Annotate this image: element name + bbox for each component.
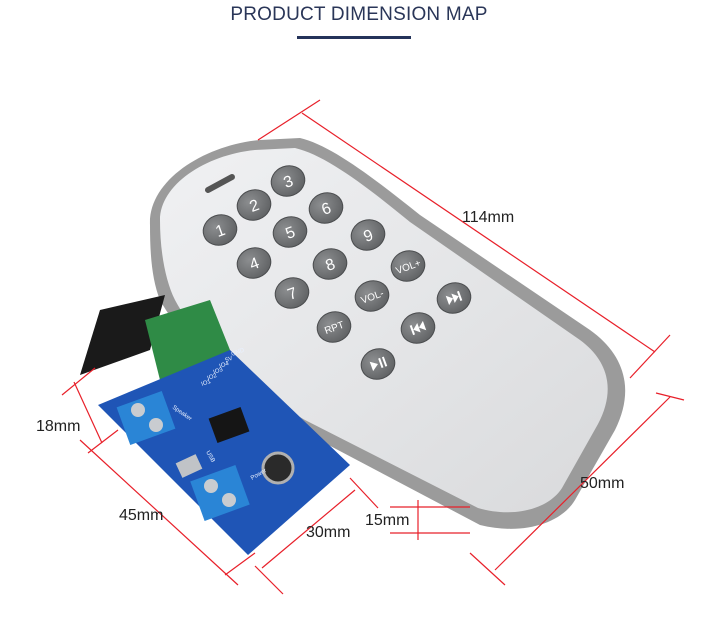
remote-button-13[interactable] (397, 308, 439, 348)
dim-line-18mm (73, 381, 103, 444)
remote-button-3[interactable]: 1 (199, 210, 241, 250)
dim-label-15mm: 15mm (365, 512, 409, 529)
remote-button-cap[interactable] (387, 246, 429, 286)
remote-button-cap[interactable] (347, 215, 389, 255)
dim-extension-line (655, 392, 685, 401)
remote-button-cap[interactable] (267, 161, 309, 201)
terminal-screw (204, 479, 218, 493)
dim-extension-line (254, 565, 284, 595)
remote-button-1[interactable]: 2 (233, 185, 275, 225)
power-terminal (190, 465, 250, 521)
pin-label: IO2 (207, 373, 219, 382)
remote-button-5[interactable]: 9 (347, 215, 389, 255)
remote-button-2[interactable]: 6 (305, 188, 347, 228)
dim-label-114mm: 114mm (462, 209, 514, 226)
usb-label: USB (204, 450, 215, 464)
remote-slot (205, 174, 235, 193)
dim-extension-line (257, 99, 321, 141)
dim-extension-line (61, 367, 96, 396)
dim-extension-line (629, 334, 671, 379)
next-track-icon (445, 290, 463, 306)
dim-label-50mm: 50mm (580, 475, 624, 492)
remote-button-cap[interactable] (309, 244, 351, 284)
remote-button-cap[interactable] (233, 243, 275, 283)
speaker-terminal (116, 390, 176, 446)
dim-extension-line (87, 429, 119, 454)
dim-line-50mm (494, 396, 671, 571)
remote-face (160, 148, 608, 513)
remote-button-9[interactable]: 7 (271, 273, 313, 313)
remote-button-11[interactable]: RPT (313, 307, 355, 347)
main-chip (208, 406, 250, 444)
terminal-screw (222, 493, 236, 507)
terminal-screw (149, 418, 163, 432)
remote-button-4[interactable]: 5 (269, 212, 311, 252)
remote-button-cap[interactable] (271, 273, 313, 313)
remote-button-cap[interactable] (313, 307, 355, 347)
remote-button-6[interactable]: 4 (233, 243, 275, 283)
remote-button-14[interactable] (357, 344, 399, 384)
remote-button-cap[interactable] (233, 185, 275, 225)
pin-label: IO4 (219, 361, 231, 370)
dim-line-30mm (261, 489, 356, 569)
play-pause-icon (369, 356, 388, 372)
dim-line-45mm (79, 439, 239, 586)
dim-label-18mm: 18mm (36, 418, 80, 435)
prev-track-icon (409, 320, 427, 336)
pin-label: IO1 (201, 379, 213, 388)
remote-button-8[interactable]: VOL+ (387, 246, 429, 286)
remote-button-cap[interactable] (351, 276, 393, 316)
remote-button-cap[interactable] (269, 212, 311, 252)
remote-button-cap[interactable] (305, 188, 347, 228)
antenna-coil (80, 295, 165, 375)
dim-extension-line (469, 552, 506, 586)
terminal-screw (131, 403, 145, 417)
usb-port (175, 454, 203, 478)
title-underline (297, 36, 411, 39)
remote-button-10[interactable]: VOL- (351, 276, 393, 316)
dim-label-45mm: 45mm (119, 507, 163, 524)
dim-line-114mm (301, 112, 656, 353)
remote-button-cap[interactable] (199, 210, 241, 250)
pin-label: GND (231, 347, 246, 357)
remote-button-12[interactable] (433, 278, 475, 318)
remote-button-7[interactable]: 8 (309, 244, 351, 284)
dim-extension-line (224, 552, 256, 576)
pin-label: IO3 (213, 367, 225, 376)
remote-button-0[interactable]: 3 (267, 161, 309, 201)
dim-label-30mm: 30mm (306, 524, 350, 541)
page-title: PRODUCT DIMENSION MAP (230, 4, 488, 25)
dim-extension-line (349, 477, 379, 509)
dimension-lines (61, 99, 685, 595)
capacitor (261, 451, 295, 485)
pin-label: 5V (225, 356, 234, 364)
